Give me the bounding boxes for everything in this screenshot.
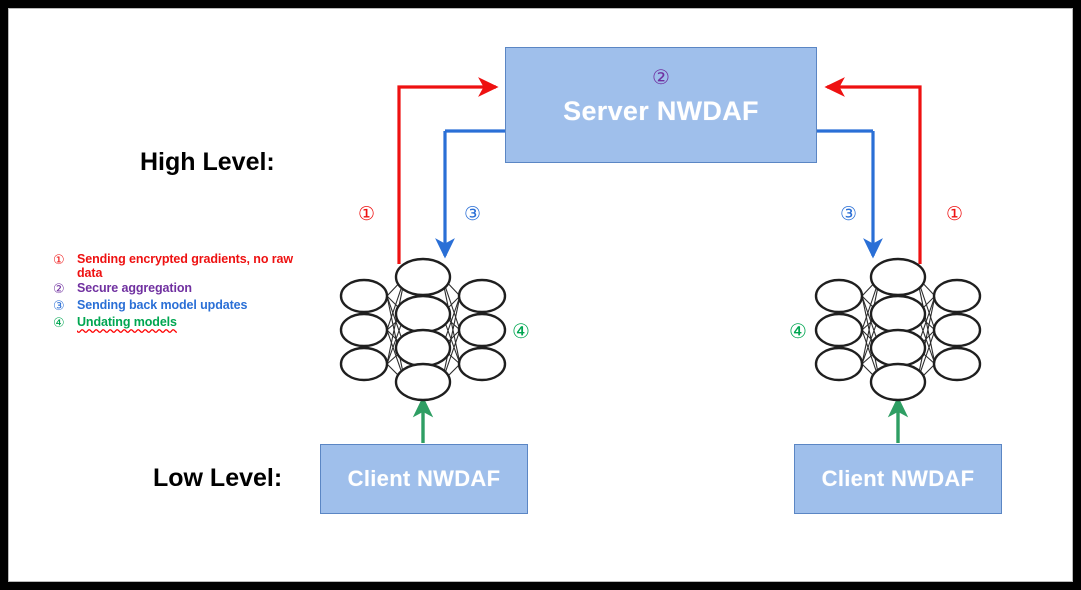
step-marker-4-right: ④ xyxy=(789,319,807,343)
step-marker-3-right: ③ xyxy=(840,203,858,225)
legend-label-3: Sending back model updates xyxy=(77,298,248,312)
server-nwdaf-box[interactable]: Server NWDAF xyxy=(505,47,817,163)
client-nwdaf-box-left[interactable]: Client NWDAF xyxy=(320,444,528,514)
server-nwdaf-label: Server NWDAF xyxy=(563,95,759,126)
diagram-vector-layer xyxy=(339,77,982,443)
legend-label-1: Sending encrypted gradients, no raw data xyxy=(77,252,293,280)
legend-marker-3: ③ xyxy=(53,299,65,314)
client-nwdaf-box-right[interactable]: Client NWDAF xyxy=(794,444,1002,514)
arrow-left-client-to-server xyxy=(397,77,499,264)
legend-item: ④ Undating models xyxy=(53,315,321,331)
legend-marker-2: ② xyxy=(53,282,65,297)
legend-marker-4: ④ xyxy=(53,316,65,331)
step-marker-3-left: ③ xyxy=(464,203,482,225)
legend-label-2: Secure aggregation xyxy=(77,281,192,295)
legend: ① Sending encrypted gradients, no raw da… xyxy=(53,252,321,332)
figure-inner-frame: Server NWDAF ② Client NWDAF Client NWDAF… xyxy=(8,8,1073,582)
neural-network-left xyxy=(339,257,507,402)
step-marker-1-left: ① xyxy=(358,203,376,225)
arrow-right-client-to-server xyxy=(824,77,922,264)
step-marker-2-server: ② xyxy=(652,65,670,89)
client-nwdaf-label-left: Client NWDAF xyxy=(347,466,501,491)
client-nwdaf-label-right: Client NWDAF xyxy=(821,466,975,491)
legend-item: ② Secure aggregation xyxy=(53,281,321,297)
high-level-heading: High Level: xyxy=(140,148,275,176)
legend-item: ① Sending encrypted gradients, no raw da… xyxy=(53,252,321,280)
neural-network-right xyxy=(814,257,982,402)
legend-marker-1: ① xyxy=(53,253,65,268)
step-marker-4-left: ④ xyxy=(512,319,530,343)
step-marker-1-right: ① xyxy=(946,203,964,225)
legend-label-4: Undating models xyxy=(77,315,177,329)
legend-item: ③ Sending back model updates xyxy=(53,298,321,314)
low-level-heading: Low Level: xyxy=(153,464,283,492)
